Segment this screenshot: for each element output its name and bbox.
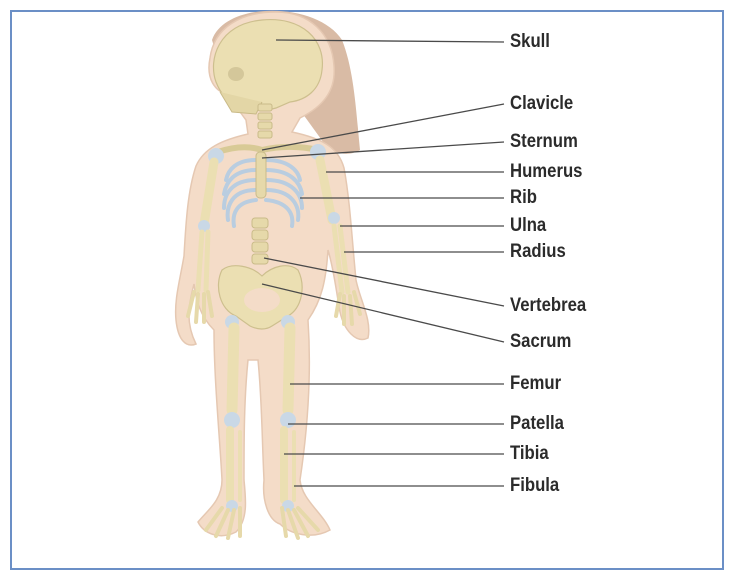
label-skull: Skull [510,32,550,51]
label-patella: Patella [510,414,564,433]
label-femur: Femur [510,374,561,393]
label-fibula: Fibula [510,476,559,495]
label-radius: Radius [510,242,566,261]
label-humerus: Humerus [510,162,582,181]
femur-bone-right [288,328,290,410]
label-vertebrea: Vertebrea [510,296,586,315]
femur-bone-left [232,328,234,410]
patella-bone-left [224,412,240,428]
label-sacrum: Sacrum [510,332,571,351]
label-rib: Rib [510,188,537,207]
skeleton-illustration [0,0,732,556]
label-clavicle: Clavicle [510,94,573,113]
label-sternum: Sternum [510,132,578,151]
label-tibia: Tibia [510,444,549,463]
label-ulna: Ulna [510,216,546,235]
sternum-bone [256,152,266,198]
eye-socket [228,67,244,81]
patella-bone-right [280,412,296,428]
